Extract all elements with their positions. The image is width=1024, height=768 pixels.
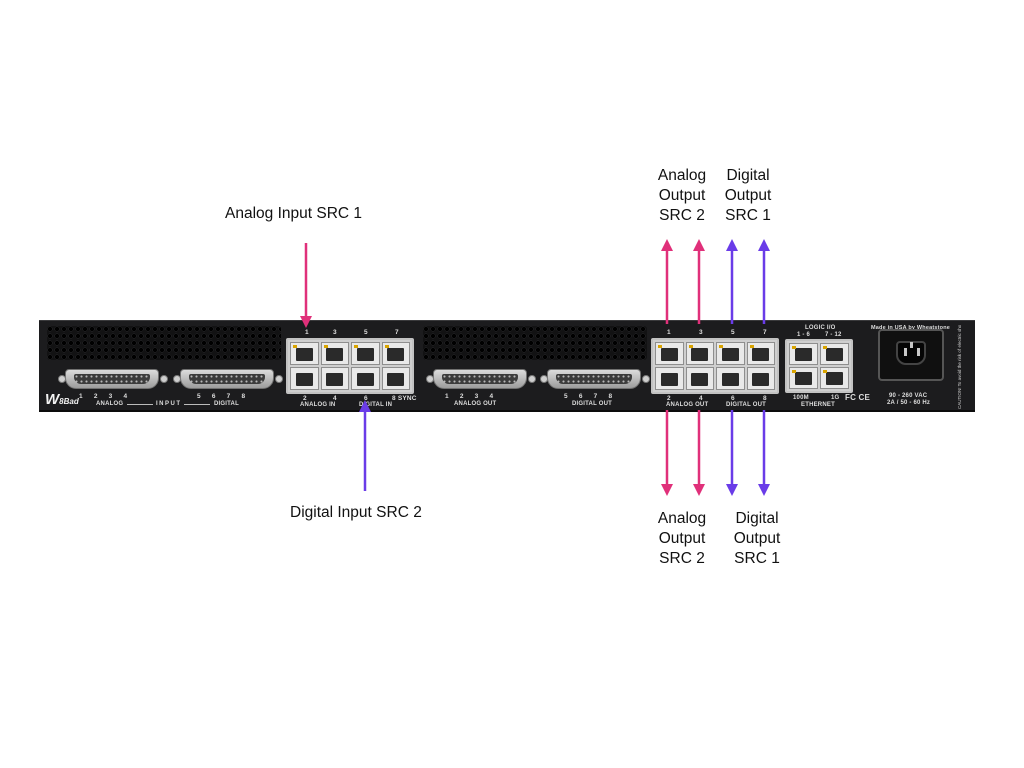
analog-input-dsub-connector <box>65 369 159 389</box>
rj45-jack-logic-7-12 <box>820 343 849 365</box>
rj45-jack-out-6 <box>716 367 745 390</box>
out-port-number-5: 5 <box>731 329 735 336</box>
input-line-left <box>127 404 153 405</box>
in-port-number-2: 2 <box>303 395 307 402</box>
rj45-jack-in-5 <box>351 342 380 365</box>
rj45-jack-logic-1-6 <box>789 343 818 365</box>
screw <box>173 375 181 383</box>
vent-grille-left <box>47 326 281 360</box>
rj45-jack-out-1 <box>655 342 684 365</box>
voltage-rating: 90 - 260 VAC <box>889 393 928 399</box>
input-center-label: INPUT <box>156 401 182 407</box>
analog-in-label: ANALOG IN <box>300 402 336 408</box>
bottom-analog-output-src2-label: Analog Output SRC 2 <box>657 510 707 567</box>
ethernet-label: ETHERNET <box>801 402 835 408</box>
analog-out-numbers: 1 2 3 4 <box>445 393 494 400</box>
out-port-number-7: 7 <box>763 329 767 336</box>
in-port-number-5: 5 <box>364 329 368 336</box>
rj45-jack-out-3 <box>685 342 714 365</box>
input-analog-label: ANALOG <box>96 401 124 407</box>
input-analog-numbers: 1 2 3 4 <box>79 393 128 400</box>
device-rear-panel: W8Bad 1 2 3 4 5 6 7 8 ANALOG INPUT DIGIT… <box>39 320 975 412</box>
analog-input-src1-label: Analog Input SRC 1 <box>225 205 363 222</box>
current-rating: 2A / 50 - 60 Hz <box>887 400 931 406</box>
logic-io-left-range: 1 - 6 <box>797 332 811 338</box>
digital-out-numbers: 5 6 7 8 <box>564 393 613 400</box>
out-port-number-1: 1 <box>667 329 671 336</box>
screw <box>528 375 536 383</box>
rj45-jack-out-8 <box>746 367 775 390</box>
iec-power-inlet <box>878 329 944 381</box>
in-port-number-6: 6 <box>364 395 368 402</box>
digital-input-dsub-connector <box>180 369 274 389</box>
rj45-jack-in-2 <box>290 367 319 390</box>
rj45-jack-out-4 <box>685 367 714 390</box>
screw <box>58 375 66 383</box>
fcc-ce-marks: FC CE <box>845 393 870 402</box>
screw <box>275 375 283 383</box>
rj45-jack-in-3 <box>320 342 349 365</box>
rj45-jack-in-4 <box>320 367 349 390</box>
logic-io-title: LOGIC I/O <box>805 325 836 331</box>
digital-input-src2-label: Digital Input SRC 2 <box>290 504 422 521</box>
in-port-number-1: 1 <box>305 329 309 336</box>
top-digital-output-src1-label: Digital Output SRC 1 <box>724 167 772 224</box>
digital-output-dsub-connector <box>547 369 641 389</box>
input-rj45-bank <box>286 338 414 394</box>
in-port-number-4: 4 <box>333 395 337 402</box>
bottom-digital-output-src1-label: Digital Output SRC 1 <box>733 510 781 567</box>
rj45-jack-out-5 <box>716 342 745 365</box>
rj45-jack-in-8 <box>381 367 410 390</box>
ethernet-100m-label: 100M <box>793 395 809 401</box>
rj45-jack-in-7 <box>381 342 410 365</box>
out-port-number-3: 3 <box>699 329 703 336</box>
wheatnet-logo: W8Bad <box>45 391 79 408</box>
in-port-number-8-sync: 8 SYNC <box>392 395 417 402</box>
rj45-jack-out-7 <box>746 342 775 365</box>
ethernet-1g-label: 1G <box>831 395 840 401</box>
digital-out-label: DIGITAL OUT <box>726 402 766 408</box>
out-port-number-4: 4 <box>699 395 703 402</box>
screw <box>642 375 650 383</box>
out-port-number-6: 6 <box>731 395 735 402</box>
vent-grille-center <box>423 326 647 360</box>
logic-ethernet-rj45-bank <box>785 339 853 393</box>
in-port-number-7: 7 <box>395 329 399 336</box>
screw <box>426 375 434 383</box>
screw <box>540 375 548 383</box>
rj45-jack-in-1 <box>290 342 319 365</box>
rj45-jack-ethernet-1g <box>820 367 849 389</box>
logic-io-right-range: 7 - 12 <box>825 332 842 338</box>
top-analog-output-src2-label: Analog Output SRC 2 <box>657 167 707 224</box>
screw <box>160 375 168 383</box>
out-port-number-2: 2 <box>667 395 671 402</box>
in-port-number-3: 3 <box>333 329 337 336</box>
out-port-number-8: 8 <box>763 395 767 402</box>
input-digital-label: DIGITAL <box>214 401 239 407</box>
analog-out-label: ANALOG OUT <box>666 402 709 408</box>
rj45-jack-out-2 <box>655 367 684 390</box>
made-in-usa-label: Made in USA by Wheatstone <box>871 325 951 331</box>
rj45-jack-in-6 <box>351 367 380 390</box>
input-digital-numbers: 5 6 7 8 <box>197 393 246 400</box>
digital-in-label: DIGITAL IN <box>359 402 393 408</box>
rj45-jack-ethernet-100m <box>789 367 818 389</box>
digital-out-dsub-label: DIGITAL OUT <box>572 401 612 407</box>
output-rj45-bank <box>651 338 779 394</box>
input-line-right <box>184 404 210 405</box>
analog-out-dsub-label: ANALOG OUT <box>454 401 497 407</box>
